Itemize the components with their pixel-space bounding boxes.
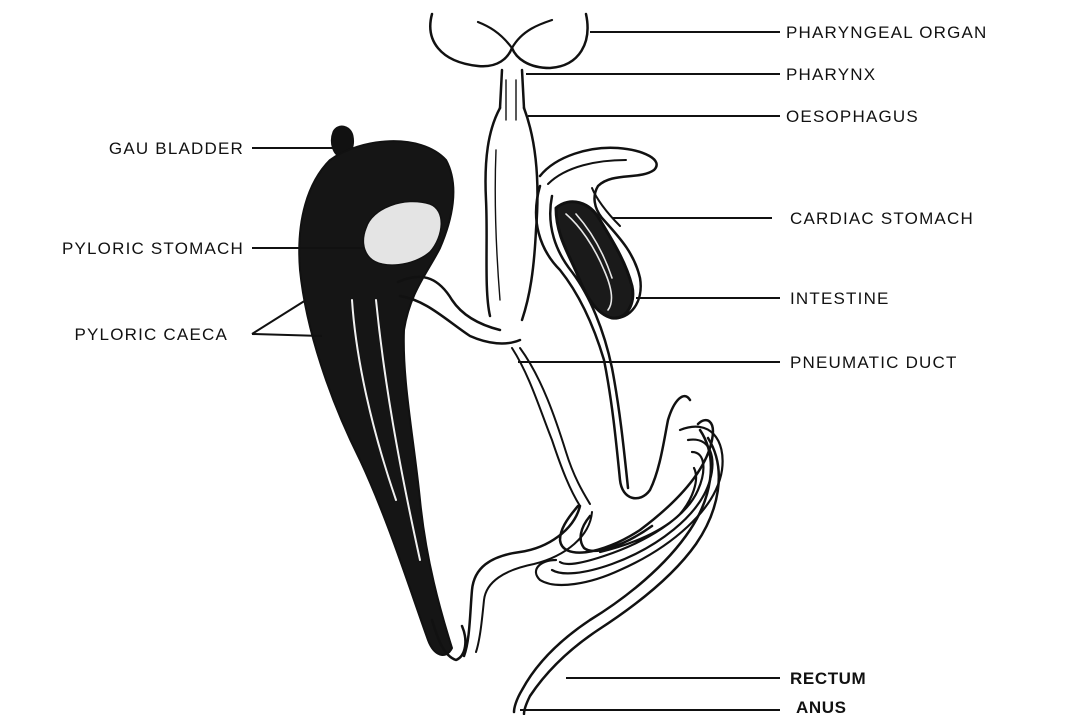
pneumatic-duct-shape <box>512 348 590 506</box>
label-intestine: INTESTINE <box>790 289 890 308</box>
label-pneumatic-duct: PNEUMATIC DUCT <box>790 353 958 372</box>
label-pharynx: PHARYNX <box>786 65 876 84</box>
pharynx-tube <box>500 70 524 108</box>
leader-pyloric-caeca-a <box>252 300 306 334</box>
rectal-coils <box>536 427 723 585</box>
label-gall-bladder: GAU BLADDER <box>109 139 244 158</box>
label-pyloric-caeca: PYLORIC CAECA <box>74 325 228 344</box>
label-pyloric-stomach: PYLORIC STOMACH <box>62 239 244 258</box>
oesophagus-tube <box>486 108 538 320</box>
label-oesophagus: OESOPHAGUS <box>786 107 919 126</box>
diagram-drawing <box>299 14 722 714</box>
intestine-coil <box>556 202 633 318</box>
label-cardiac-stomach: CARDIAC STOMACH <box>790 209 974 228</box>
label-anus: ANUS <box>796 698 847 715</box>
pharyngeal-organ-shape <box>430 14 587 68</box>
label-pharyngeal-organ: PHARYNGEAL ORGAN <box>786 23 988 42</box>
label-rectum: RECTUM <box>790 669 866 688</box>
